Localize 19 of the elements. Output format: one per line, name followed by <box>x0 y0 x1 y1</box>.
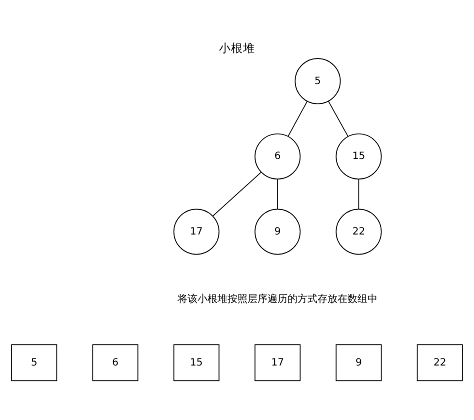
node-box: 17 <box>254 344 301 382</box>
node-box: 15 <box>173 344 220 382</box>
label: 将该小根堆按照层序遍历的方式存放在数组中 <box>178 294 378 306</box>
connector <box>277 178 278 210</box>
node-circle: 15 <box>336 133 382 180</box>
node-circle: 17 <box>173 208 220 255</box>
connector <box>288 100 308 137</box>
diagram-title: 小根堆 <box>219 41 255 56</box>
node-circle: 22 <box>336 208 382 255</box>
connector <box>212 172 262 216</box>
node-circle: 9 <box>254 208 301 255</box>
node-circle: 6 <box>254 133 301 180</box>
node-circle: 5 <box>294 58 341 104</box>
node-box: 22 <box>416 344 463 382</box>
node-box: 9 <box>336 344 382 382</box>
connector <box>328 100 348 137</box>
connector <box>358 178 360 210</box>
node-box: 5 <box>11 344 58 382</box>
node-box: 6 <box>92 344 138 382</box>
